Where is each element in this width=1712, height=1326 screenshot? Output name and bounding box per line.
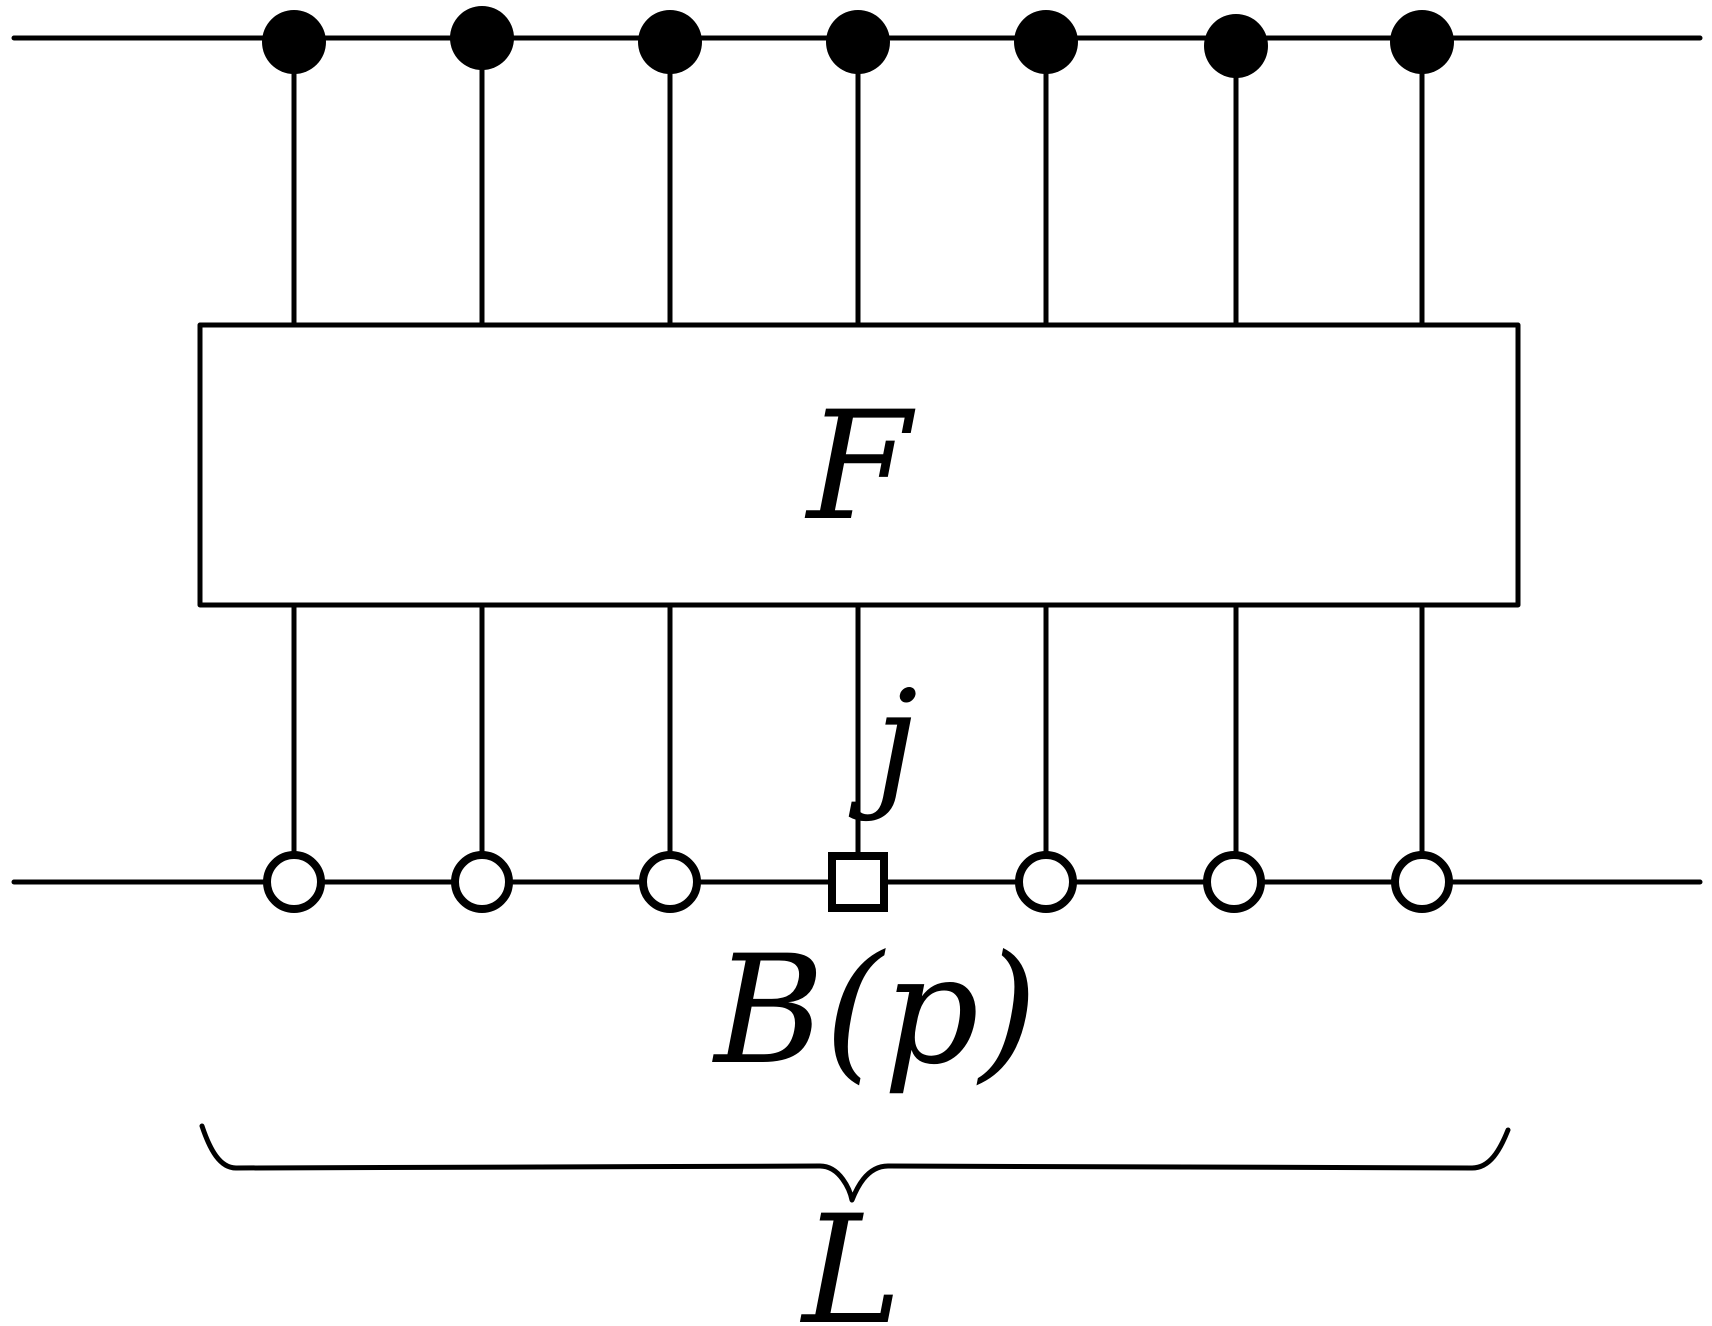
open-node bbox=[639, 851, 701, 913]
top-legs bbox=[291, 35, 1425, 328]
open-node bbox=[451, 851, 513, 913]
operator-box bbox=[197, 322, 1521, 608]
filled-node bbox=[638, 10, 702, 74]
site-label: B(p) bbox=[711, 924, 1037, 1098]
filled-node bbox=[826, 10, 890, 74]
open-node bbox=[263, 851, 325, 913]
filled-node bbox=[450, 6, 514, 70]
open-square-node bbox=[828, 852, 888, 912]
span-label: L bbox=[799, 1184, 902, 1326]
top-nodes bbox=[262, 6, 1454, 78]
open-node bbox=[1015, 851, 1077, 913]
bottom-nodes bbox=[263, 851, 1453, 913]
filled-node bbox=[262, 10, 326, 74]
open-node bbox=[1203, 851, 1265, 913]
operator-box-label: F bbox=[804, 380, 916, 554]
bottom-legs bbox=[291, 602, 1425, 885]
span-brace bbox=[199, 1123, 1511, 1203]
filled-node bbox=[1204, 14, 1268, 78]
filled-node bbox=[1014, 10, 1078, 74]
filled-node bbox=[1390, 10, 1454, 74]
open-node bbox=[1391, 851, 1453, 913]
